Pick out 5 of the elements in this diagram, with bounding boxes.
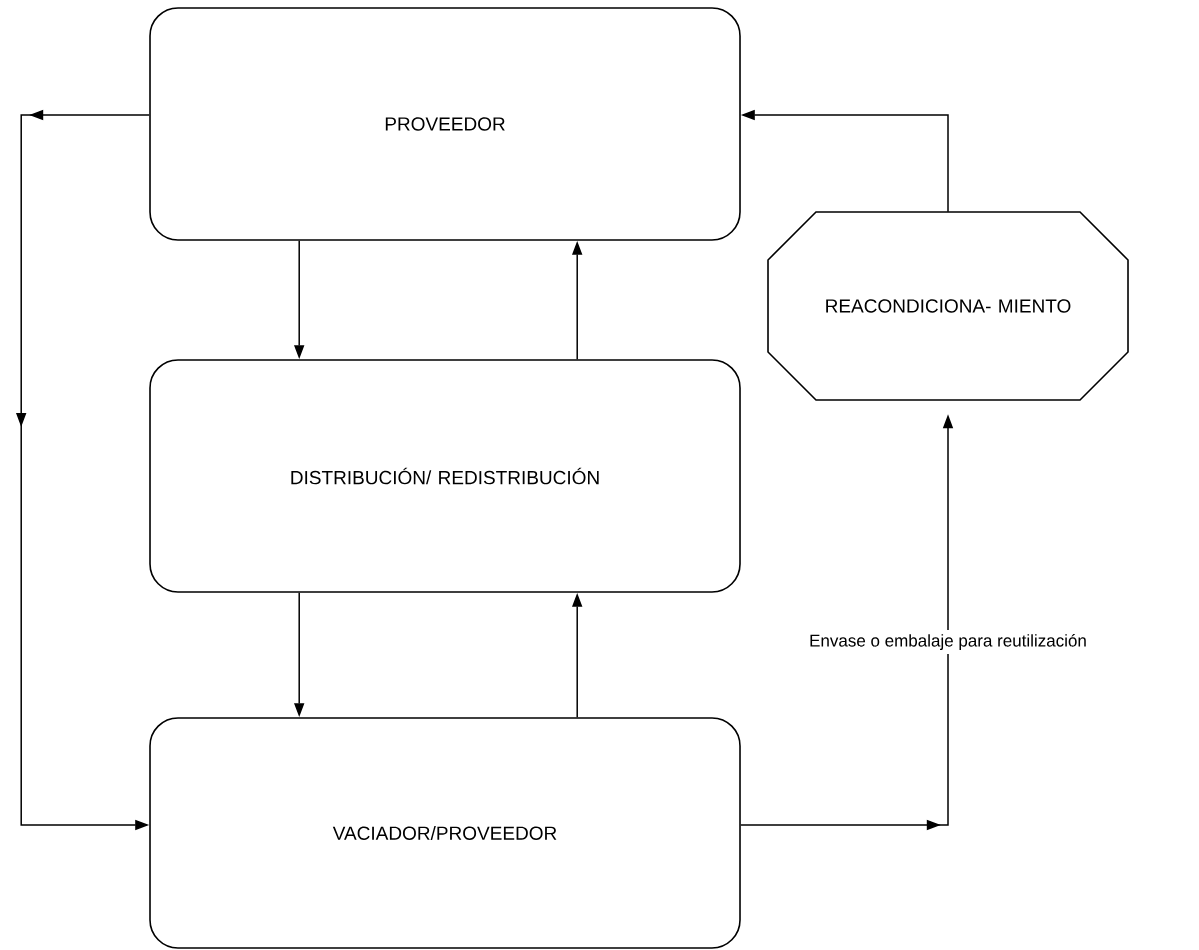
process-box: DISTRIBUCIÓN/ REDISTRIBUCIÓN [149, 359, 741, 593]
process-box: VACIADOR/PROVEEDOR [149, 717, 741, 949]
edge-label: Envase o embalaje para reutilización [805, 629, 1091, 654]
process-box: PROVEEDOR [149, 7, 741, 241]
octagon-box: REACONDICIONA- MIENTO [767, 211, 1129, 401]
